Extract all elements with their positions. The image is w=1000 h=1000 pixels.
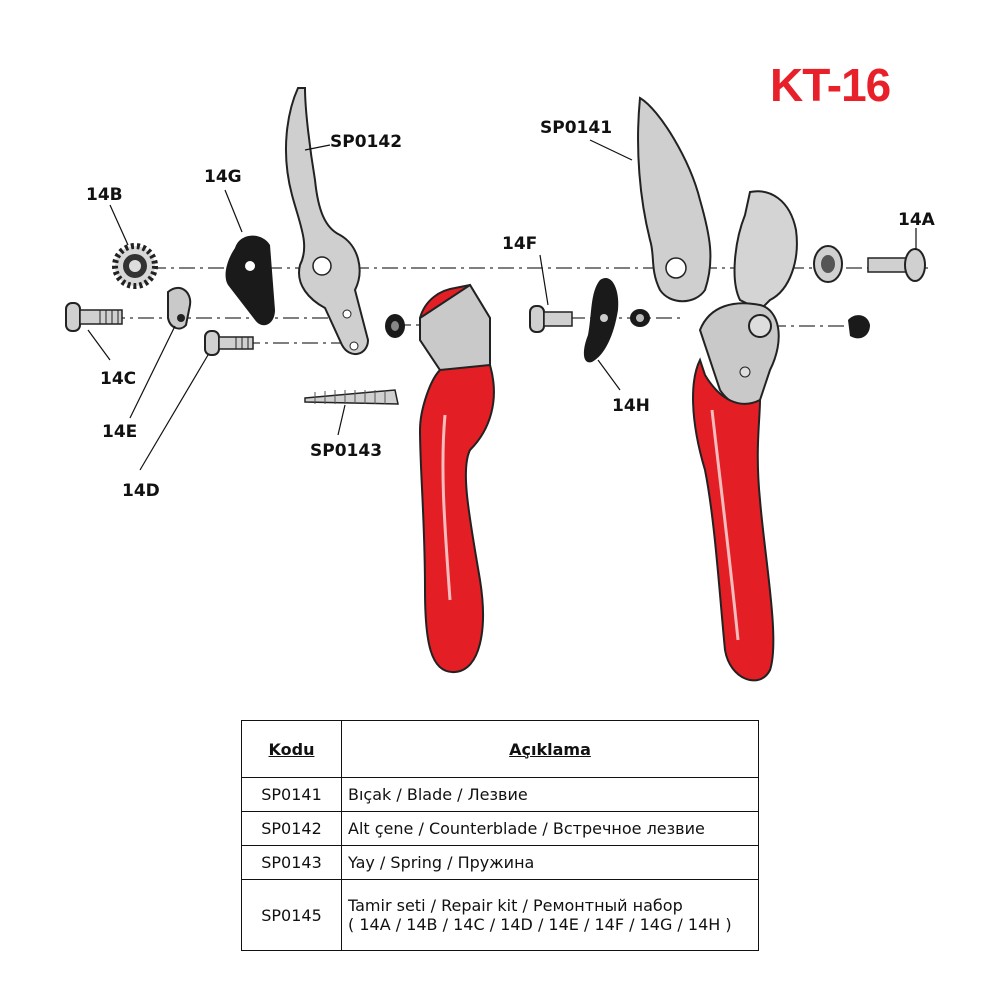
spring-sp0143 bbox=[304, 389, 399, 405]
part-14h-piece bbox=[583, 278, 619, 363]
header-code: Kodu bbox=[241, 720, 342, 778]
label-14e: 14E bbox=[102, 422, 137, 442]
label-14c: 14C bbox=[100, 369, 136, 389]
blade-sp0141 bbox=[637, 96, 712, 303]
exploded-parts-diagram: SP0142 SP0141 14G 14B 14F 14A 14C 14E 14… bbox=[65, 87, 936, 682]
label-sp0143: SP0143 bbox=[310, 441, 382, 461]
table-row: SP0145 Tamir seti / Repair kit / Ремонтн… bbox=[241, 879, 759, 951]
left-handle bbox=[418, 283, 495, 674]
header-description: Açıklama bbox=[341, 720, 759, 778]
part-14f-screw bbox=[529, 305, 573, 333]
page-title: KT-16 bbox=[770, 59, 891, 111]
row-description-line2: ( 14A / 14B / 14C / 14D / 14E / 14F / 14… bbox=[348, 915, 732, 934]
label-sp0141: SP0141 bbox=[540, 118, 612, 138]
part-14b-gear bbox=[112, 243, 158, 289]
row-description: Tamir seti / Repair kit / Ремонтный набо… bbox=[341, 879, 759, 951]
table-row: SP0143 Yay / Spring / Пружина bbox=[241, 845, 759, 880]
label-sp0142: SP0142 bbox=[330, 132, 402, 152]
part-14a-bolt bbox=[813, 245, 926, 283]
part-nut bbox=[385, 314, 405, 338]
label-14a: 14A bbox=[898, 210, 936, 230]
part-14c-screw bbox=[65, 302, 123, 332]
row-code: SP0142 bbox=[241, 811, 342, 846]
label-14h: 14H bbox=[612, 396, 650, 416]
counterblade-sp0142 bbox=[284, 87, 370, 355]
row-code: SP0141 bbox=[241, 777, 342, 812]
part-14e-clip bbox=[167, 286, 192, 330]
row-description: Bıçak / Blade / Лезвие bbox=[341, 777, 759, 812]
label-14f: 14F bbox=[502, 234, 537, 254]
row-code: SP0145 bbox=[241, 879, 342, 951]
part-14d-screw bbox=[204, 330, 254, 356]
label-14d: 14D bbox=[122, 481, 160, 501]
part-nut-right bbox=[848, 315, 870, 339]
label-14g: 14G bbox=[204, 167, 242, 187]
row-description-line1: Tamir seti / Repair kit / Ремонтный набо… bbox=[348, 896, 683, 915]
leader-lines bbox=[87, 139, 917, 471]
row-code: SP0143 bbox=[241, 845, 342, 880]
parts-table: Kodu Açıklama SP0141 Bıçak / Blade / Лез… bbox=[241, 720, 759, 951]
table-row: SP0142 Alt çene / Counterblade / Встречн… bbox=[241, 811, 759, 846]
table-header-row: Kodu Açıklama bbox=[241, 720, 759, 778]
right-handle bbox=[692, 190, 798, 682]
part-washer bbox=[630, 309, 650, 327]
row-description: Alt çene / Counterblade / Встречное лезв… bbox=[341, 811, 759, 846]
row-description: Yay / Spring / Пружина bbox=[341, 845, 759, 880]
label-14b: 14B bbox=[86, 185, 123, 205]
part-14g-plate bbox=[225, 235, 275, 326]
table-row: SP0141 Bıçak / Blade / Лезвие bbox=[241, 777, 759, 812]
